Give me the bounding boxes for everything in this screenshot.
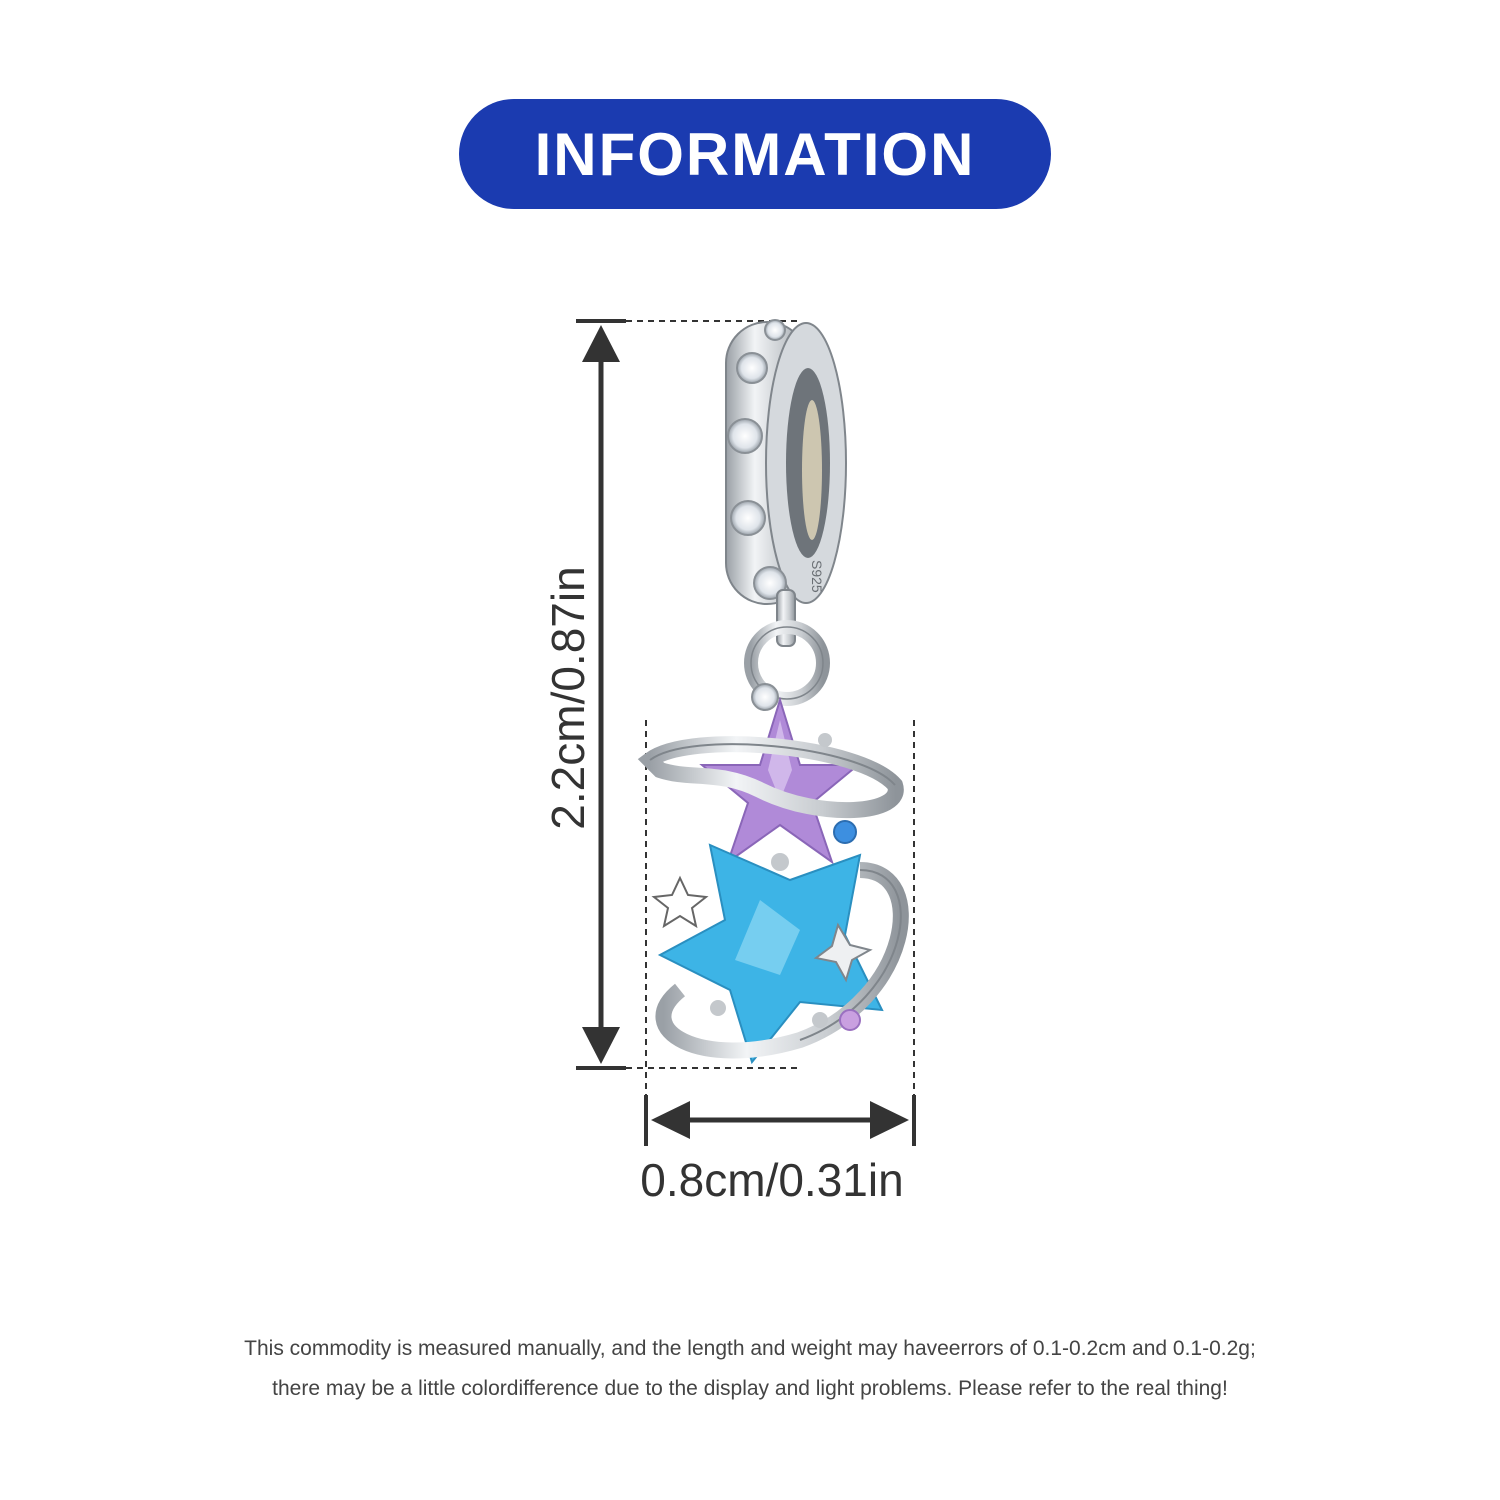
width-label: 0.8cm/0.31in [640,1154,904,1206]
information-header: INFORMATION [459,99,1051,209]
blue-star-crystal [651,843,909,1065]
disclaimer-line-2: there may be a little colordifference du… [272,1377,1228,1400]
height-label: 2.2cm/0.87in [542,566,594,830]
purple-star-crystal [637,683,904,865]
disclaimer-line-1: This commodity is measured manually, and… [244,1337,1256,1360]
height-dimension [576,319,800,1070]
charm-connector [744,589,830,706]
s925-stamp: S925 [809,560,825,593]
charm-bail: S925 [725,319,847,605]
width-dimension [644,720,916,1146]
